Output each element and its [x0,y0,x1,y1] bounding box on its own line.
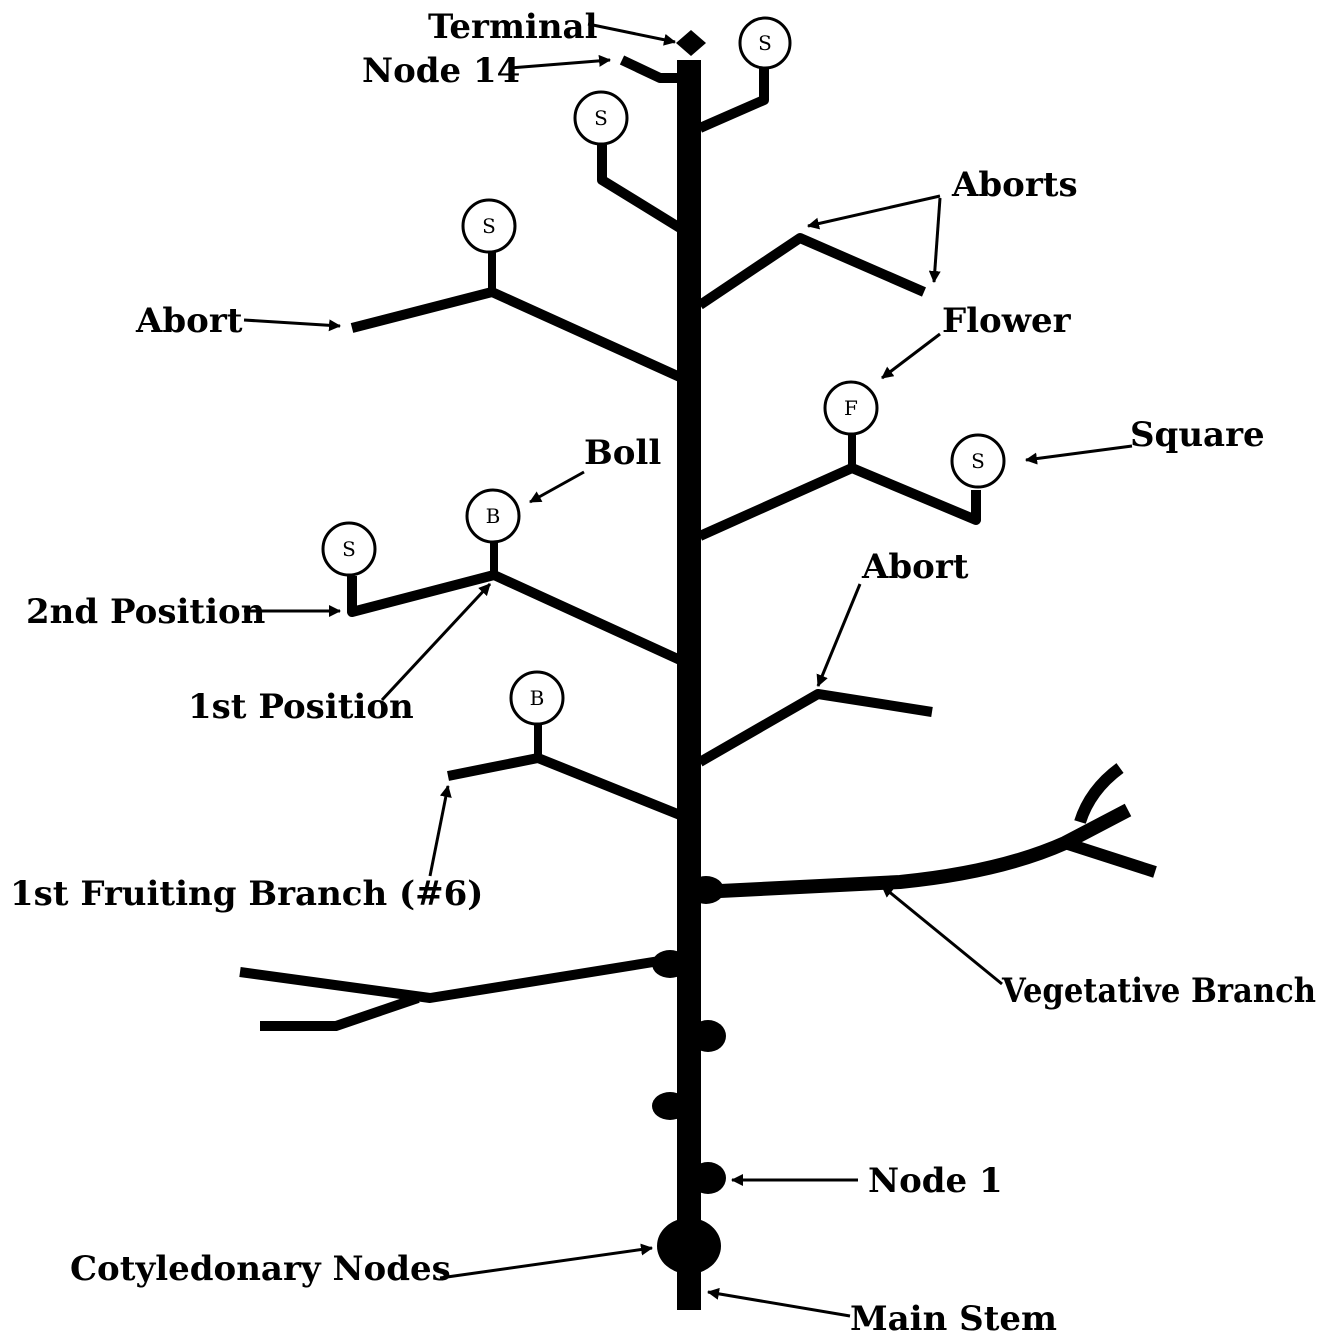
terminal-arrow [588,24,675,42]
cotyledonary-nodes [657,1218,721,1274]
square-letter: S [342,537,356,561]
label-vegetative-branch: Vegetative Branch [1001,971,1316,1011]
label-main-stem: Main Stem [850,1299,1057,1338]
label-node-1: Node 1 [868,1161,1003,1201]
boll-arrow [530,472,584,502]
label-node-14: Node 14 [362,51,520,91]
label-boll: Boll [584,433,661,473]
label-aborts: Aborts [951,165,1078,205]
label-cotyledonary-nodes: Cotyledonary Nodes [70,1249,451,1289]
branch-boll-left [352,575,680,660]
aborts-arrow [934,198,940,282]
square-arrow [1026,446,1132,460]
node-swelling [652,1092,688,1120]
label-first-fruiting-branch: 1st Fruiting Branch (#6) [10,874,483,914]
node-14-arrow [510,60,610,68]
branch-abort-right [700,694,932,762]
flower-letter: F [844,396,858,420]
label-second-position: 2nd Position [26,592,265,632]
vegetative-branch-left [240,958,678,998]
branch-first-fruiting [448,758,680,815]
vegetative-branch-left-fork [260,998,418,1026]
first-fruiting-arrow [430,786,448,876]
label-flower: Flower [942,301,1072,341]
branch-upper-left [602,145,680,228]
abort-left-arrow [244,320,340,326]
label-first-position: 1st Position [188,687,414,727]
boll-letter: B [486,504,501,528]
terminal-bud [676,30,706,56]
node-swelling [652,950,688,978]
label-abort-right: Abort [861,547,969,587]
abort-right-arrow [818,584,860,686]
boll-letter: B [530,686,545,710]
node-swelling [688,876,724,904]
aborts-arrow [808,196,940,226]
label-terminal: Terminal [428,7,598,47]
square-letter: S [758,31,772,55]
branch-aborts-right [700,238,924,305]
branch-flower-right [700,468,976,536]
node-swelling [690,1020,726,1052]
vegetative-branch-right [700,810,1128,892]
node-1-swelling [690,1162,726,1194]
branch-top-right [700,68,764,128]
main-stem-arrow [708,1292,850,1316]
label-abort-left: Abort [135,301,243,341]
square-letter: S [971,449,985,473]
square-letter: S [594,106,608,130]
label-square: Square [1130,415,1265,455]
vegetative-branch-fork [1065,843,1155,872]
branch-abort-left [352,292,682,378]
vegetative-branch-arrow [882,886,1002,984]
square-letter: S [482,214,496,238]
flower-arrow [882,334,940,378]
cotyledonary-arrow [440,1248,652,1278]
